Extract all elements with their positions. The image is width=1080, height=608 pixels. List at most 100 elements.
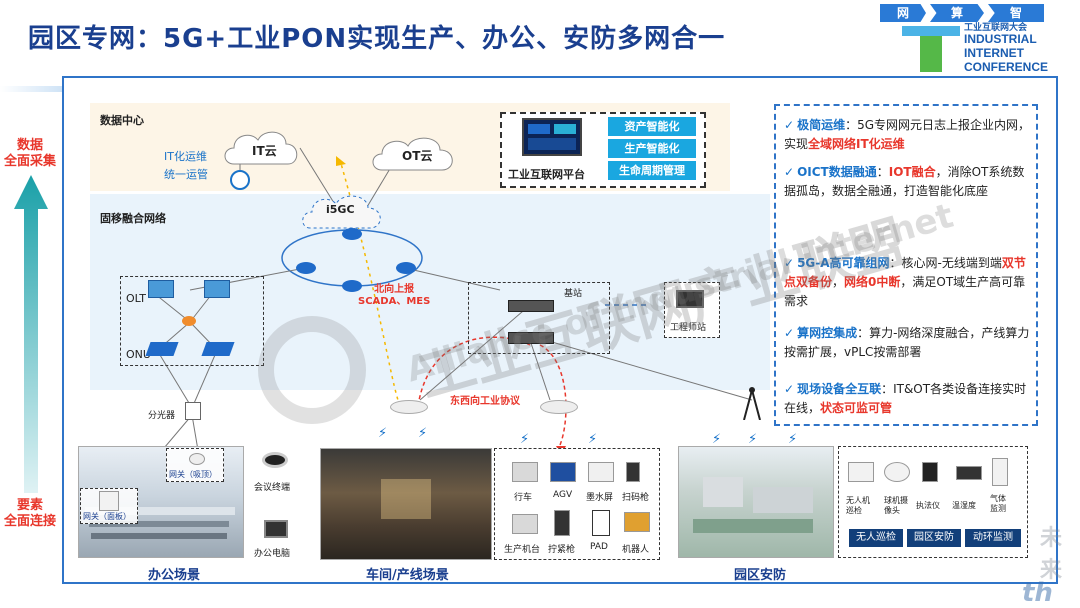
olt-device (148, 280, 174, 298)
base-station-label: 基站 (564, 289, 583, 299)
gateway-ceiling-label: 网关（吸顶） (169, 470, 217, 479)
datacenter-label: 数据中心 (100, 114, 144, 127)
benefit-3-head: 5G-A高可靠组网 (797, 256, 890, 270)
machine-label: 生产机台 (504, 545, 541, 555)
benefit-1-highlight: 全域网络IT化运维 (808, 137, 905, 151)
gateway-panel-box: 网关（面板） (80, 488, 138, 524)
page-title: 园区专网：5G+工业PON实现生产、办公、安防多网合一 (28, 24, 726, 54)
it-cloud-shape (224, 131, 298, 165)
btn-unmanned-patrol[interactable]: 无人巡检 (848, 528, 904, 548)
onu-device (145, 342, 179, 356)
east-west-label: 东西向工业协议 (450, 396, 520, 407)
dome-camera-label: 球机摄像头 (884, 496, 908, 515)
scanner-icon (626, 462, 640, 482)
north-line1: 北向上报 (374, 284, 415, 295)
benefit-item-2: ✓OICT数据融通：IOT融合，消除OT系统数据孤岛，数据全融通，打造智能化底座 (784, 165, 1025, 198)
benefit-2-head: OICT数据融通 (797, 165, 877, 179)
side-label-bottom: 要素 全面连接 (0, 498, 60, 530)
machine-icon (512, 514, 538, 534)
benefits-panel (774, 104, 1038, 426)
benefit-2-highlight: IOT融合 (888, 165, 936, 179)
ops-icon (230, 170, 250, 190)
agv-label: AGV (553, 490, 573, 500)
logo-en-1: INDUSTRIAL (964, 32, 1037, 46)
benefit-5-text: ：IT&OT各类设备连接实时在线， (784, 382, 1027, 415)
north-line2: SCADA、MES (358, 296, 431, 307)
conference-terminal-label: 会议终端 (254, 483, 291, 493)
side-bottom-line2: 全面连接 (3, 514, 56, 529)
benefit-1-head: 极简运维 (797, 118, 846, 132)
wrench-gun-label: 拧紧枪 (548, 545, 576, 555)
gateway-panel-icon (99, 491, 119, 511)
corner-watermark-2: th (1022, 578, 1053, 608)
north-report-label: 北向上报 SCADA、MES (358, 284, 430, 308)
router-icon (296, 262, 316, 274)
gas-monitor-label: 气体监测 (990, 494, 1006, 513)
drone-label: 无人机巡检 (846, 496, 870, 515)
logo-tab-intel: 智 (988, 4, 1044, 22)
olt-device (204, 280, 230, 298)
wifi-ap-icon (540, 400, 578, 414)
base-station-unit (508, 332, 554, 344)
park-photo (678, 446, 834, 558)
temp-humidity-label: 温湿度 (952, 501, 976, 510)
btn-asset-intel[interactable]: 资产智能化 (608, 117, 696, 136)
cell-tower-icon (743, 387, 761, 420)
logo-en-3: CONFERENCE (964, 60, 1049, 74)
btn-park-security[interactable]: 园区安防 (906, 528, 962, 548)
i5gc-label: i5GC (326, 203, 355, 216)
i5gc-cloud-shape (302, 195, 381, 229)
onu-label: ONU (126, 348, 151, 361)
pon-box (120, 276, 264, 366)
workstation-icon (676, 290, 704, 308)
signal-icon: ⚡ (418, 426, 428, 441)
benefit-2-text-b: ，消除OT系统数据孤岛，数据全融通，打造智能化底座 (784, 165, 1025, 198)
signal-icon: ⚡ (712, 432, 722, 447)
pad-label: PAD (590, 542, 608, 552)
crane-icon (512, 462, 538, 482)
benefit-item-4: ✓算网控集成：算力-网络深度融合，产线算力按需扩展，vPLC按需部署 (784, 326, 1030, 359)
gateway-ceiling-icon (189, 453, 205, 465)
workshop-photo (320, 448, 492, 560)
onu-device (201, 342, 235, 356)
side-label-top: 数据 全面采集 (0, 138, 60, 170)
office-pc-icon (264, 520, 288, 538)
logo-mark (902, 26, 962, 72)
splitter-label: 分光器 (148, 411, 176, 421)
olt-label: OLT (126, 292, 146, 305)
benefit-4-head: 算网控集成 (797, 326, 858, 340)
benefit-item-1: ✓极简运维：5G专网网元日志上报企业内网，实现全域网络IT化运维 (784, 118, 1031, 151)
pad-icon (592, 510, 610, 536)
platform-screen (522, 118, 582, 156)
temp-humidity-icon (956, 466, 982, 480)
benefit-item-3: ✓5G-A高可靠组网：核心网-无线端到端双节点双备份，网络0中断，满足OT域生产… (784, 256, 1026, 308)
bodycam-icon (922, 462, 938, 482)
park-scene-label: 园区安防 (734, 568, 787, 583)
signal-icon: ⚡ (748, 432, 758, 447)
logo-cn-line: 工业互联网大会 (964, 23, 1028, 33)
dome-camera-icon (884, 462, 910, 482)
workshop-scene-label: 车间/产线场景 (366, 568, 449, 583)
wrench-gun-icon (554, 510, 570, 536)
ot-cloud-shape (372, 137, 453, 171)
router-icon (342, 228, 362, 240)
btn-env-monitor[interactable]: 动环监测 (964, 528, 1022, 548)
drone-icon (848, 462, 874, 482)
header-rule (0, 86, 62, 92)
benefit-3-text-a: ：核心网-无线端到端 (889, 256, 1002, 270)
robot-label: 机器人 (622, 545, 650, 555)
conference-terminal-icon (262, 452, 288, 468)
office-pc-label: 办公电脑 (254, 549, 291, 559)
side-top-line1: 数据 (16, 138, 43, 153)
it-ops-line2: 统一运管 (164, 168, 208, 181)
benefit-3-text-c: ，满足OT域生产高可靠需求 (784, 275, 1026, 308)
ot-cloud-label: OT云 (402, 149, 433, 163)
it-ops-line1: IT化运维 (164, 150, 207, 163)
conference-logo: 网 算 智 工业互联网大会 INDUSTRIAL INTERNET CONFER… (880, 4, 1070, 76)
signal-icon: ⚡ (520, 432, 530, 447)
eink-screen-label: 墨水屏 (586, 493, 614, 503)
it-cloud-label: IT云 (252, 144, 277, 158)
btn-lifecycle-mgmt[interactable]: 生命周期管理 (608, 161, 696, 180)
btn-production-intel[interactable]: 生产智能化 (608, 139, 696, 158)
benefit-2-text-a: ： (876, 165, 889, 179)
